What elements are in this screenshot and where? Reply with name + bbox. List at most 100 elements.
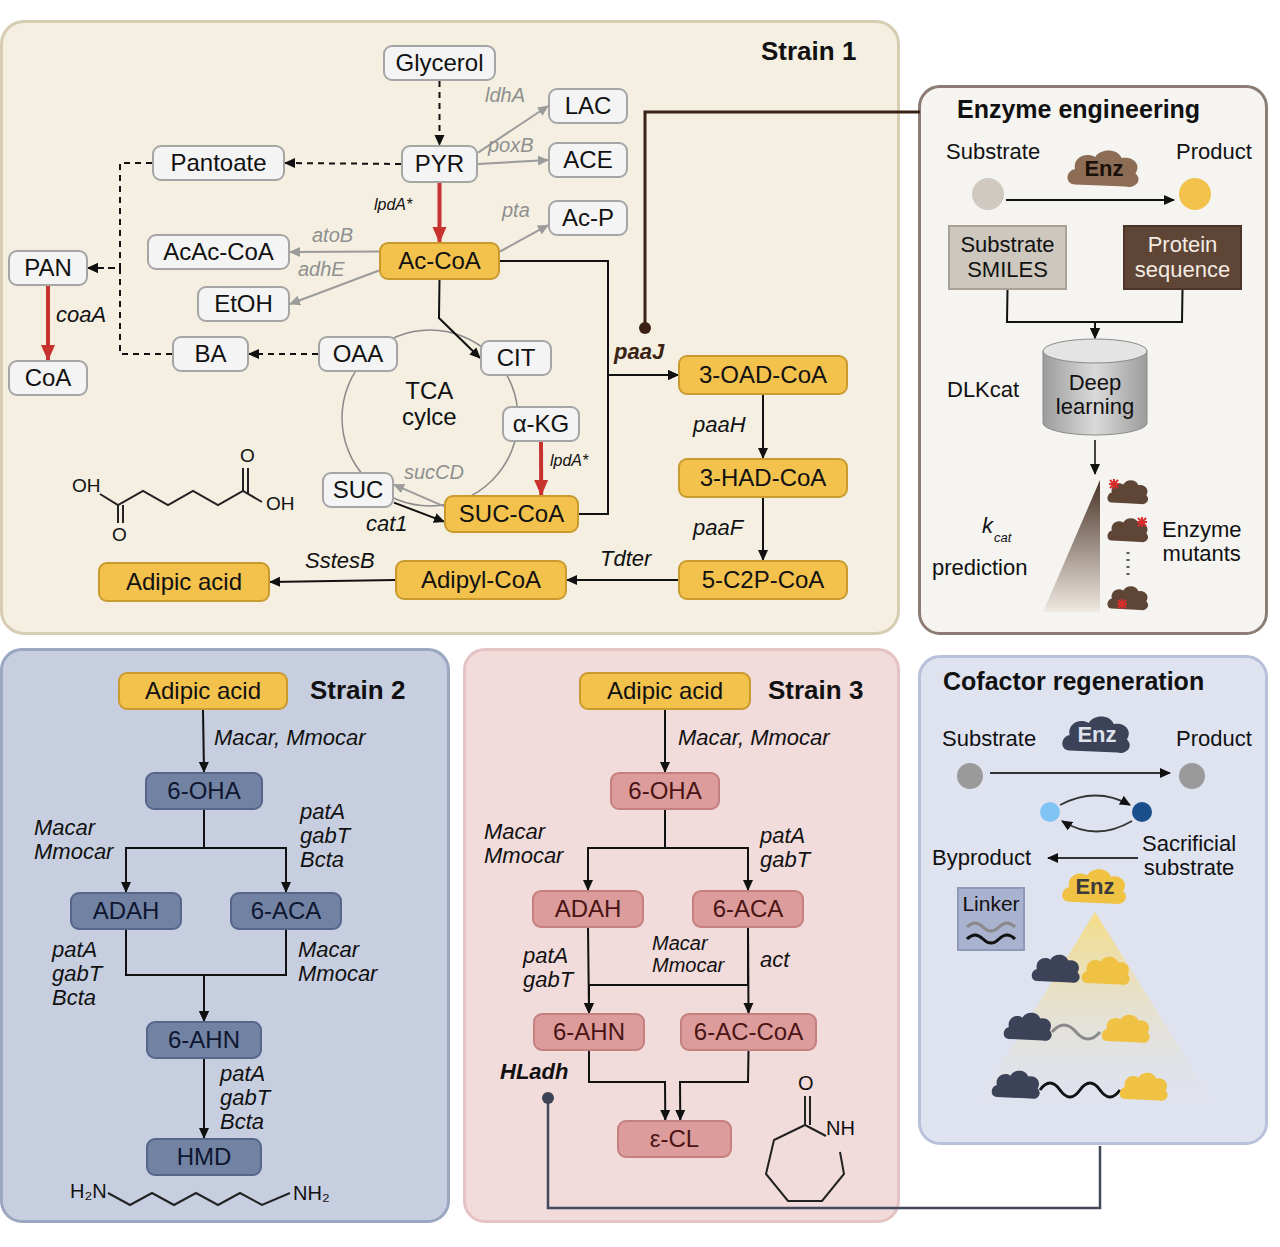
node-label: Adipic acid	[601, 678, 729, 704]
mutation-star	[1109, 479, 1119, 489]
node-label: HMD	[171, 1144, 238, 1170]
metabolite-box: SUC	[322, 472, 394, 508]
metabolite-box: HMD	[146, 1138, 262, 1176]
node-label: Adipic acid	[139, 678, 267, 704]
substrate-dot	[972, 178, 1004, 210]
node-label: AcAc-CoA	[157, 239, 280, 265]
cylinder-body	[1043, 351, 1147, 435]
metabolite-box: 6-OHA	[610, 772, 720, 810]
mutation-star	[1117, 599, 1127, 609]
byproduct-arrow	[1048, 857, 1138, 859]
node-label: 6-OHA	[622, 778, 707, 804]
metabolite-box: 6-AHN	[533, 1013, 645, 1051]
enzyme-label: sucCD	[404, 461, 464, 483]
annotation-label: OH	[72, 476, 101, 497]
connector	[567, 579, 678, 581]
node-label: LAC	[559, 93, 618, 119]
enzyme-blob	[1120, 1073, 1168, 1101]
enzyme-label: lpdA*	[550, 452, 588, 470]
enzyme-label: atoB	[312, 224, 353, 246]
metabolite-box: 6-AHN	[146, 1021, 262, 1059]
connector	[438, 183, 442, 242]
node-label: ACE	[557, 147, 618, 173]
cylinder-top	[1043, 339, 1147, 363]
node-label: Protein sequence	[1125, 233, 1240, 281]
node-label: ADAH	[87, 898, 166, 924]
node-label: CoA	[19, 365, 78, 391]
node-label: PYR	[409, 151, 470, 177]
node-label: EtOH	[208, 291, 279, 317]
node-label: 6-AC-CoA	[688, 1019, 809, 1045]
enzyme-label: Macar, Mmocar	[214, 726, 366, 750]
node-label: Pantoate	[164, 150, 272, 176]
node-label: OAA	[327, 341, 390, 367]
annotation-label: H₂N	[70, 1180, 107, 1202]
node-label: 6-ACA	[245, 898, 328, 924]
enzyme-blob: Enz	[1060, 713, 1134, 757]
enzyme-blob	[1102, 1015, 1150, 1043]
enzyme-label: Macar Mmocar	[652, 932, 724, 976]
input-box: Protein sequence	[1123, 225, 1242, 290]
enzyme-label: paaH	[693, 413, 746, 437]
annotation-label: Sacrificial substrate	[1142, 832, 1236, 880]
enzyme-label: Tdter	[600, 547, 651, 571]
node-label: SUC-CoA	[453, 501, 570, 527]
node-label: ADAH	[549, 896, 628, 922]
enzyme-label: lpdA*	[374, 196, 412, 214]
pathway-metabolite-box: 3-HAD-CoA	[678, 458, 848, 498]
enzyme-label: Macar Mmocar	[484, 820, 563, 868]
metabolite-box: Ac-P	[548, 200, 628, 236]
annotation-label: Product	[1176, 727, 1252, 751]
node-label: Ac-P	[556, 205, 620, 231]
metabolite-box: Pantoate	[152, 145, 285, 181]
metabolite-box: Glycerol	[383, 45, 496, 81]
leader-dot	[639, 322, 651, 334]
enzyme-label: Macar Mmocar	[298, 938, 377, 986]
node-label: 3-HAD-CoA	[694, 465, 833, 491]
metabolite-box: EtOH	[197, 286, 290, 322]
panel-title: Strain 1	[761, 37, 856, 66]
enzyme-outline	[1062, 716, 1129, 753]
mutation-star	[1137, 517, 1147, 527]
enzyme-label: act	[760, 948, 789, 972]
annotation-label: OH	[266, 494, 295, 515]
annotation-label: TCA cylce	[402, 378, 457, 431]
enzyme-blob	[992, 1071, 1040, 1099]
node-label: Substrate SMILES	[950, 233, 1065, 281]
pathway-metabolite-box: Adipic acid	[579, 672, 751, 710]
reaction-arrow	[1006, 199, 1174, 201]
linker-box: Linker	[957, 887, 1025, 951]
panel-title: Enzyme engineering	[957, 96, 1200, 124]
connector	[46, 286, 50, 360]
enzyme-blob: Enz	[1065, 147, 1143, 191]
metabolite-box: PAN	[8, 250, 88, 286]
enzyme-outline	[1062, 869, 1126, 904]
panel-title: Cofactor regeneration	[943, 668, 1204, 696]
metabolite-box: PYR	[401, 145, 478, 183]
enzyme-label: paaF	[693, 516, 743, 540]
linker-line	[1052, 1025, 1100, 1039]
enzyme-outline	[1068, 150, 1139, 187]
node-label: Ac-CoA	[392, 248, 487, 274]
node-label: Adipyl-CoA	[415, 567, 547, 593]
metabolite-box: 6-ACA	[692, 890, 804, 928]
connector	[203, 1059, 205, 1138]
enzyme-label: adhE	[298, 258, 345, 280]
node-label: Adipic acid	[120, 569, 248, 595]
substrate-dot	[957, 763, 983, 789]
linker-line	[967, 935, 1015, 943]
annotation-label: O	[112, 525, 127, 546]
annotation-label: Byproduct	[932, 846, 1031, 870]
enzyme-blob: Enz	[1060, 866, 1130, 908]
node-label: α-KG	[507, 411, 576, 437]
node-label: 6-AHN	[162, 1027, 246, 1053]
metabolite-box: ADAH	[70, 892, 182, 930]
annotation-label: Enzyme mutants	[1162, 518, 1241, 566]
metabolite-box: ACE	[548, 142, 628, 178]
leader-dot	[542, 1092, 554, 1104]
linker-waves	[959, 917, 1023, 947]
enzyme-label: patA gabT Bcta	[52, 938, 102, 1011]
panel-title: Strain 3	[768, 676, 863, 705]
